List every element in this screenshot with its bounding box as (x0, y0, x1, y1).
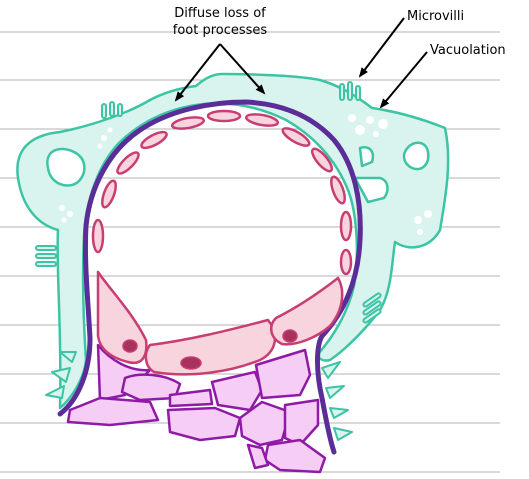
label-foot-processes-line2: foot processes (173, 23, 268, 38)
label-foot-processes-line1: Diffuse loss of (174, 6, 266, 21)
label-vacuolation: Vacuolation (430, 43, 506, 58)
endothelium (93, 111, 351, 374)
arrow-microvilli (360, 18, 404, 76)
label-microvilli: Microvilli (407, 9, 464, 24)
